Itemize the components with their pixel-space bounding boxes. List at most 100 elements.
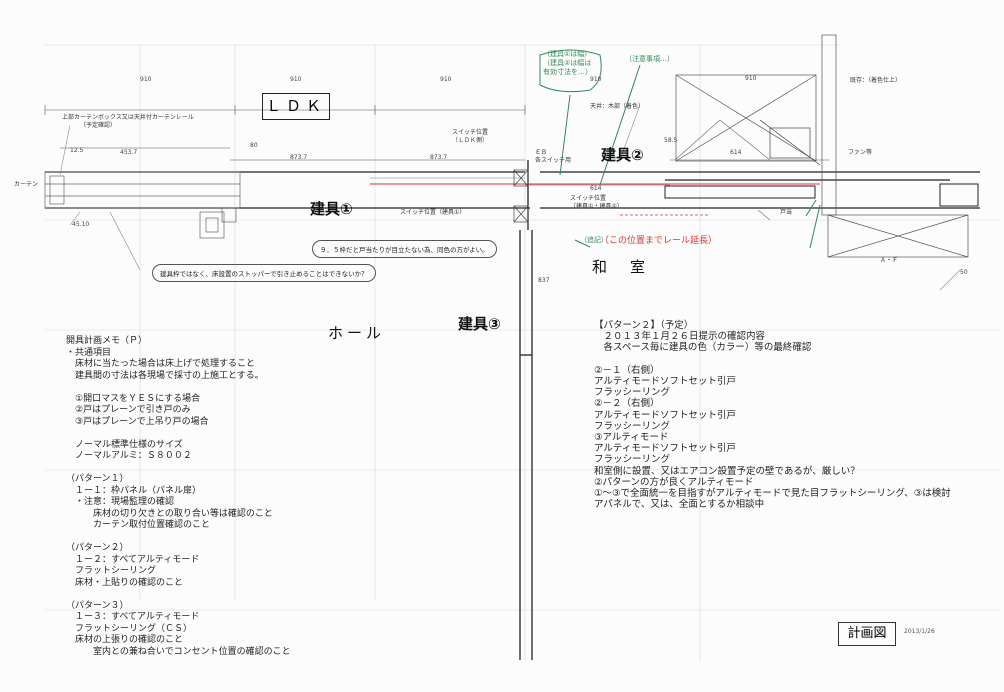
window-detail-left — [44, 171, 241, 239]
dim-left-1: 453.7 — [120, 149, 138, 156]
dim-614b: 614 — [730, 149, 742, 156]
sheet-date: 2013/1/26 — [904, 628, 935, 635]
grid-lines — [45, 44, 1000, 660]
notes-left-line: ③戸はプレーンで上吊り戸の場合 — [66, 416, 209, 427]
notes-right-line: アルティモードソフトセット引戸 — [594, 376, 736, 388]
notes-right-line — [594, 354, 951, 365]
notes-left-line: ノーマルアルミ：Ｓ８００２ — [66, 451, 192, 461]
notes-right-line: アルティモードソフトセット引戸 — [594, 443, 736, 455]
label-curtain: カーテン — [14, 181, 39, 188]
dim-mid-2: 873.7 — [430, 154, 448, 161]
notes-left-line: （パターン３） — [66, 600, 129, 611]
dim-80: 80 — [250, 142, 258, 149]
notes-left-line: ・注意：現場監理の確認 — [66, 497, 175, 507]
label-door-stop: 戸当 — [780, 209, 793, 216]
dim-mid-1: 873.7 — [290, 154, 308, 161]
label-eb: ＥＢ — [535, 149, 548, 156]
notes-left-line: １ー２：すべてアルティモード — [66, 554, 200, 565]
comment-bubble-1: ９．５枠だと戸当たりが目立たない為、同色の方がよい。 — [312, 240, 497, 258]
notes-left-line — [66, 532, 291, 544]
dim-58: 58.5 — [664, 137, 678, 144]
green-annotation-1: （建具①は幅） （建具②は幅は 有効寸法を…） — [543, 50, 592, 76]
notes-right: 【パターン２】（予定） ２０１３年１月２６日提示の確認内容 各スペース毎に建具の… — [594, 320, 951, 510]
room-hall: ホール — [328, 324, 386, 342]
notes-left-line: ・共通項目 — [66, 347, 112, 358]
green-annotation-2: （注意事項…） — [625, 55, 674, 63]
notes-right-line: 和室側に設置、又はエアコン設置予定の壁であるが、厳しい？ — [594, 465, 860, 477]
notes-right-line: ②－１（右側） — [594, 364, 660, 376]
fan-detail — [759, 119, 821, 166]
notes-right-line: フラッシーリング — [594, 454, 671, 466]
label-switch-hall: スイッチ位置（建具①） — [400, 209, 466, 216]
label-s1: 各スイッチ用 — [535, 157, 572, 164]
label-af: Ａ・Ｆ — [880, 257, 899, 264]
notes-right-line: ②－２（右側） — [594, 398, 660, 410]
label-switch-1b: （ＬＤＫ側） — [452, 137, 489, 144]
notes-left-line: 室内との兼ね合いでコンセント位置の確認のこと — [66, 646, 291, 657]
notes-left-line: １ー１：枠パネル（パネル扉） — [66, 485, 202, 496]
dim-837: 837 — [538, 277, 550, 284]
notes-left-line: 床材の上張りの確認のこと — [66, 635, 184, 645]
label-switch-1: スイッチ位置 — [452, 129, 489, 136]
dim-top-2: 910 — [290, 76, 302, 83]
notes-left-line: フラットシーリング — [66, 566, 157, 576]
dim-top-3: 910 — [440, 76, 452, 83]
notes-left-line: ノーマル標準仕様のサイズ — [66, 439, 183, 450]
notes-left-line: １ー３：すべてアルティモード — [66, 612, 200, 622]
sheet-title: 計画図 — [838, 622, 896, 646]
notes-right-line: ②パターンの方が良くアルティモード — [594, 476, 754, 488]
comment-bubble-2: 建具枠ではなく、床設置のストッパーで引き止めることはできないか？ — [152, 264, 376, 282]
posts — [513, 169, 529, 223]
notes-left-line: カーテン取付位置確認のこと — [66, 520, 211, 530]
notes-right-line: ２０１３年１月２６日提示の確認内容 — [594, 331, 766, 343]
notes-right-line: フラッシーリング — [594, 420, 671, 432]
storage-boxes — [675, 34, 969, 258]
notes-left-line: （パターン２） — [66, 543, 129, 553]
notes-left-line — [66, 589, 291, 601]
dim-right-top: 910 — [745, 75, 757, 82]
label-switch-2: スイッチ位置 — [570, 195, 607, 202]
red-rail-line — [370, 177, 820, 185]
fixture-2: 建具② — [601, 146, 644, 164]
room-washitsu: 和 室 — [592, 258, 650, 276]
label-curtain-box: 上部カーテンボックス又は天井付カーテンレール — [62, 114, 194, 121]
notes-right-line: フラッシーリング — [594, 387, 671, 399]
dim-50: 50 — [960, 269, 968, 276]
dim-614a: 614 — [590, 185, 602, 192]
notes-left-line — [66, 428, 291, 440]
dim-left-3: 45.10 — [72, 221, 90, 228]
notes-left-line — [66, 382, 291, 394]
dim-top-1: 910 — [140, 76, 152, 83]
notes-right-line: アルティモードソフトセット引戸 — [594, 409, 736, 421]
notes-left-line: 床材の切り欠きとの取り合い等は確認のこと — [66, 508, 273, 519]
notes-right-line: ①～③で全面統一を目指すがアルティモードで見た目フラットシーリング、③は検討 — [594, 488, 951, 500]
notes-left-line: フラットシーリング（ＣＳ） — [66, 623, 193, 634]
notes-left-line: 床材・上貼りの確認のこと — [66, 577, 184, 588]
notes-left-line: ②戸はプレーンで引き戸のみ — [66, 405, 191, 415]
notes-left-line: （パターン１） — [66, 474, 129, 484]
notes-left-line: 建具間の寸法は各現場で採寸の上施工とする。 — [66, 370, 264, 381]
label-curtain-box-2: （予定確認） — [80, 122, 117, 129]
dimension-lines — [44, 105, 830, 186]
notes-right-line: ③アルティモード — [594, 432, 669, 444]
dim-top-4: 910 — [590, 76, 602, 83]
label-existing: 既存：（着色仕上） — [850, 77, 902, 84]
label-ceiling: 天井：木部（着色） — [590, 103, 645, 110]
room-ldk: ＬＤＫ — [262, 93, 330, 120]
dim-left-2: 12.5 — [70, 147, 84, 154]
notes-left-line: ①開口マスをＹＥＳにする場合 — [66, 393, 201, 404]
leader-lines — [59, 104, 961, 291]
green-annotation-3: （追記） — [580, 236, 608, 244]
green-markup — [539, 49, 821, 249]
notes-left: 開具計画メモ（Ｐ）・共通項目 床材に当たった場合は床上げで処理すること 建具間の… — [66, 336, 291, 658]
notes-right-line: アパネルで、又は、全面とするか相談中 — [594, 499, 765, 511]
fixture-1: 建具① — [310, 200, 353, 218]
notes-left-line: 床材に当たった場合は床上げで処理すること — [66, 359, 256, 369]
red-annotation: （この位置までレール延長） — [600, 236, 718, 246]
label-switch-2b: （建具①・建具②） — [570, 203, 623, 210]
notes-right-line: 【パターン２】（予定） — [594, 320, 694, 331]
notes-right-line: 各スペース毎に建具の色（カラー）等の最終確認 — [594, 342, 812, 354]
notes-left-line: 開具計画メモ（Ｐ） — [66, 336, 148, 346]
